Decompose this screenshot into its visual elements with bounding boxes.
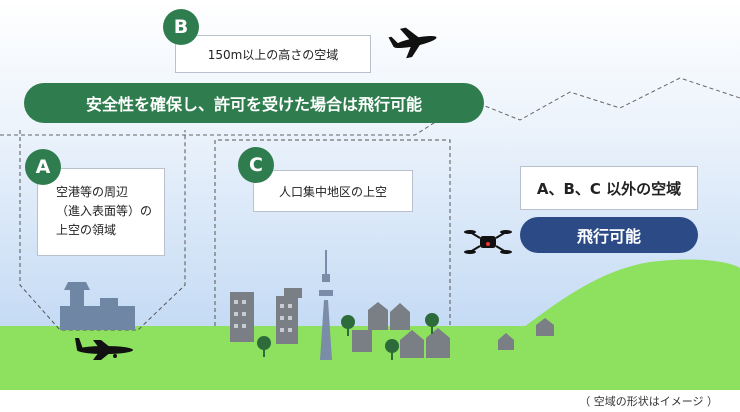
zone-b-label: 150m以上の高さの空域 <box>207 47 339 62</box>
zone-a-line1: 空港等の周辺 <box>56 185 129 199</box>
zone-c-marker: C <box>238 147 274 183</box>
zone-a-line3: 上空の領域 <box>56 223 117 237</box>
footer-band <box>0 390 740 412</box>
airspace-150m-boundary <box>0 77 740 136</box>
trees <box>257 313 439 360</box>
zone-c-boundary <box>214 139 451 326</box>
city-buildings <box>230 288 554 358</box>
permission-banner: 安全性を確保し、許可を受けた場合は飛行可能 <box>24 83 484 123</box>
outside-zone-title: A、B、C 以外の空域 <box>536 179 682 198</box>
zone-c-box: 人口集中地区の上空 <box>253 170 413 212</box>
drone-icon <box>464 230 512 254</box>
building-windows <box>234 300 292 332</box>
zone-a-box: 空港等の周辺 （進入表面等）の 上空の領域 <box>37 168 165 256</box>
zone-b-marker: B <box>163 9 199 45</box>
zone-b-box: 150m以上の高さの空域 <box>175 35 371 73</box>
airplane-icon <box>75 338 133 360</box>
footnote: （ 空域の形状はイメージ ） <box>579 395 718 408</box>
flight-allowed-pill: 飛行可能 <box>520 217 698 253</box>
airplane-icon <box>388 27 437 59</box>
zone-a-marker: A <box>25 149 61 185</box>
zone-a-line2: （進入表面等）の <box>56 204 153 218</box>
sky-tower-icon <box>319 250 333 360</box>
outside-zone-box: A、B、C 以外の空域 <box>520 166 698 210</box>
control-tower-icon <box>60 282 135 330</box>
zone-c-label: 人口集中地区の上空 <box>278 184 387 199</box>
